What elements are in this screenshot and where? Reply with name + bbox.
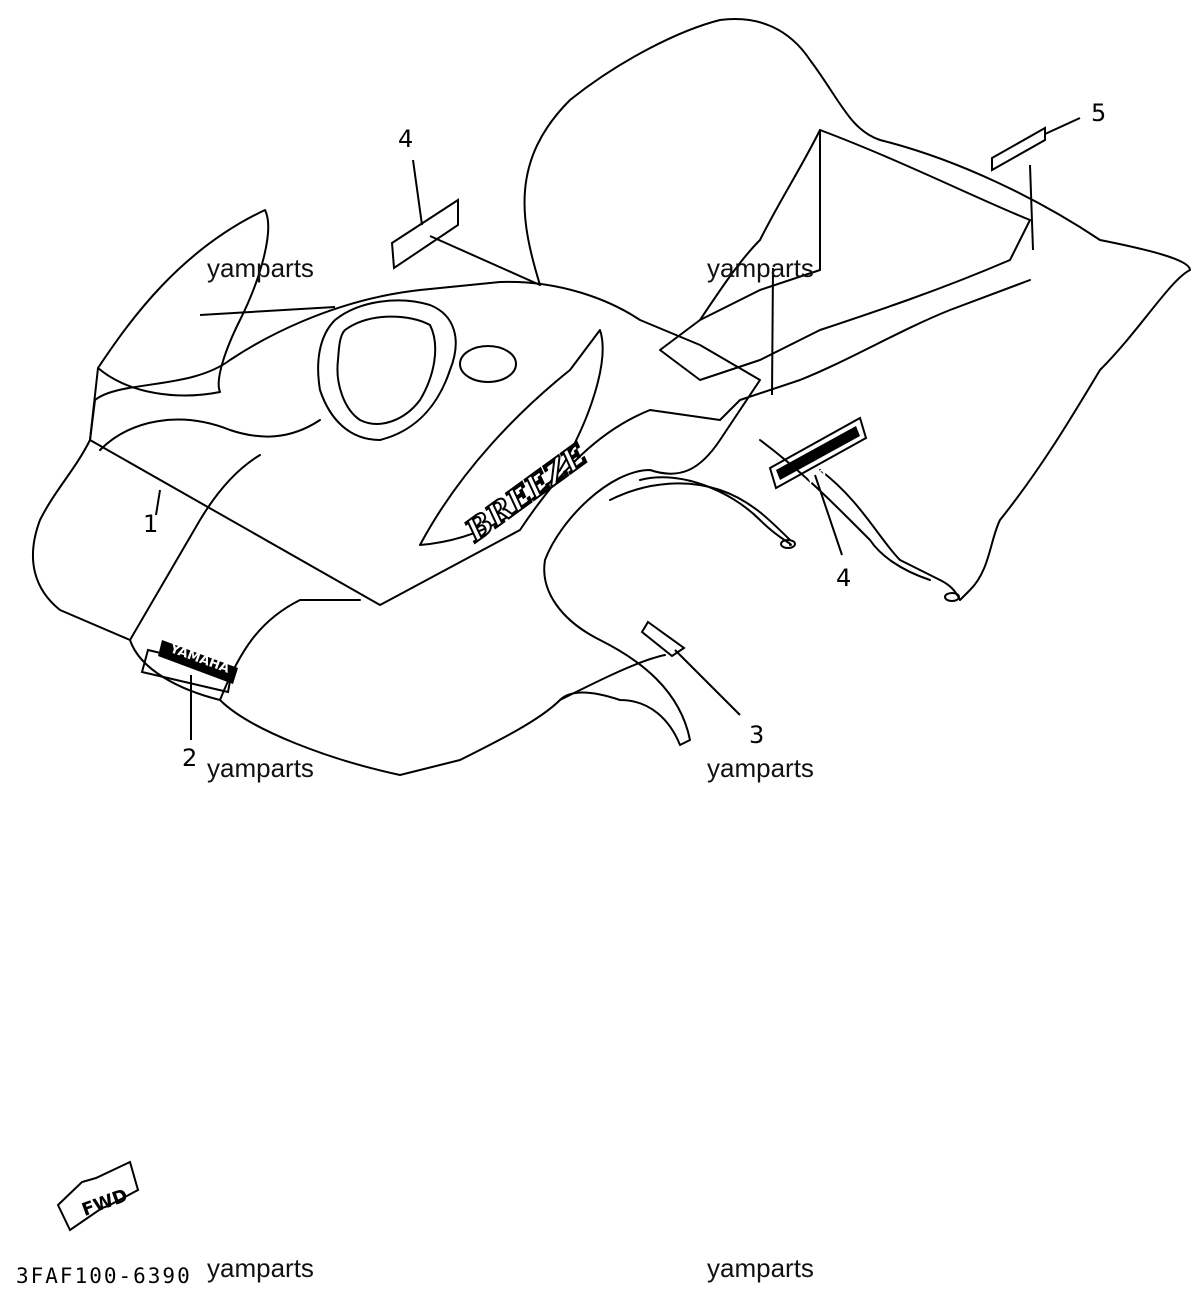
watermark: yamparts (207, 253, 314, 283)
decal-3 (640, 620, 686, 658)
callout-4-side: 4 (836, 564, 852, 592)
seat-opening (317, 299, 457, 441)
front-fender-wing (97, 209, 270, 397)
callout-3: 3 (749, 721, 765, 749)
fuel-cap-opening (459, 345, 517, 383)
watermark: yamparts (207, 1253, 314, 1283)
watermark: yamparts (707, 253, 814, 283)
watermark: yamparts (707, 1253, 814, 1283)
leader-5 (1044, 117, 1081, 135)
watermark: yamparts (707, 753, 814, 783)
decal-4-top (390, 198, 459, 270)
decal-breeze: BREEZE (458, 436, 596, 550)
callout-1: 1 (143, 510, 159, 538)
callout-5: 5 (1091, 99, 1107, 127)
watermark: yamparts (207, 753, 314, 783)
fender-top-deck (89, 409, 721, 606)
diagram-code: 3FAF100-6390 (16, 1264, 192, 1288)
rear-body-top (523, 18, 1191, 601)
fwd-arrow-icon: FWD (56, 1160, 140, 1232)
rear-wheel-well (639, 476, 792, 546)
leader-4-top (412, 159, 423, 226)
callout-2: 2 (182, 744, 198, 772)
decal-5 (991, 126, 1046, 172)
leader-1 (199, 306, 336, 316)
decal-breeze-text: BREEZE (459, 437, 595, 549)
leader-3 (674, 649, 741, 716)
callout-4-top: 4 (398, 125, 414, 153)
rear-fender-outline (32, 280, 761, 776)
leader-4-side (814, 474, 843, 556)
